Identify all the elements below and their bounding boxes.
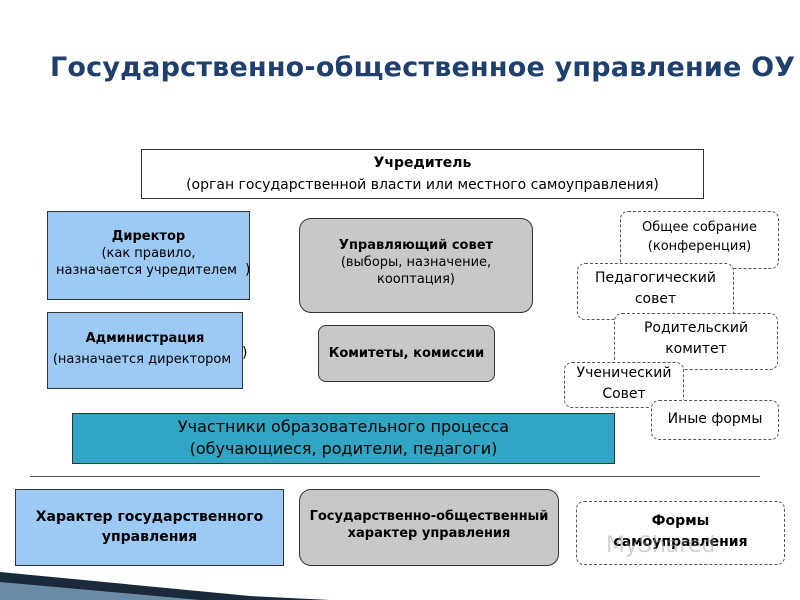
general-meeting-box: Общее собрание (конференция) bbox=[620, 211, 779, 269]
slide-title: Государственно-общественное управление О… bbox=[50, 52, 796, 83]
pedagogical-council-line1: Педагогический bbox=[594, 270, 716, 286]
director-line1: (как правило, bbox=[101, 246, 196, 261]
state-character-box: Характер государственного управления bbox=[15, 489, 284, 566]
general-meeting-line1: Общее собрание bbox=[642, 220, 757, 235]
self-gov-forms-line2: самоуправления bbox=[613, 534, 748, 550]
participants-box: Участники образовательного процесса (обу… bbox=[72, 413, 615, 464]
state-character-line2: управления bbox=[101, 529, 198, 545]
council-line1: (выборы, назначение, bbox=[340, 255, 492, 270]
self-gov-forms-line1: Формы bbox=[651, 513, 710, 529]
divider-line bbox=[30, 476, 760, 477]
other-forms-label: Иные формы bbox=[667, 411, 763, 427]
committees-title: Комитеты, комиссии bbox=[328, 346, 485, 361]
participants-line1: Участники образовательного процесса bbox=[177, 417, 510, 436]
slide-decoration-swoosh bbox=[0, 572, 330, 600]
founder-title: Учредитель bbox=[373, 155, 472, 171]
parents-committee-line2: комитет bbox=[665, 341, 727, 357]
administration-close-paren: ) bbox=[242, 345, 248, 361]
general-meeting-line2: (конференция) bbox=[647, 239, 752, 254]
watermark: MyShared bbox=[606, 533, 716, 558]
pedagogical-council-line2: совет bbox=[634, 291, 677, 307]
other-forms-box: Иные формы bbox=[651, 400, 779, 440]
committees-box: Комитеты, комиссии bbox=[318, 325, 495, 382]
council-line2: кооптация) bbox=[377, 272, 455, 287]
founder-box: Учредитель (орган государственной власти… bbox=[141, 149, 704, 199]
council-title: Управляющий совет bbox=[338, 238, 494, 253]
public-character-line2: характер управления bbox=[347, 526, 511, 541]
administration-title: Администрация bbox=[85, 331, 205, 346]
administration-subtitle: (назначается директором bbox=[52, 352, 232, 367]
director-line2: назначается учредителем bbox=[56, 263, 237, 278]
director-close-paren: ) bbox=[245, 262, 251, 278]
governing-council-box: Управляющий совет (выборы, назначение, к… bbox=[299, 218, 533, 313]
student-council-line1: Ученический bbox=[576, 365, 672, 381]
founder-subtitle: (орган государственной власти или местно… bbox=[186, 177, 659, 193]
director-title: Директор bbox=[111, 229, 186, 244]
student-council-line2: Совет bbox=[602, 386, 646, 402]
participants-line2: (обучающиеся, родители, педагоги) bbox=[189, 439, 498, 458]
parents-committee-line1: Родительский bbox=[643, 320, 749, 336]
state-character-line1: Характер государственного bbox=[35, 509, 264, 525]
self-government-forms-box: Формы самоуправления bbox=[576, 501, 785, 565]
public-character-line1: Государственно-общественный bbox=[309, 509, 549, 524]
administration-box: Администрация (назначается директором bbox=[47, 312, 243, 389]
director-box: Директор (как правило, назначается учред… bbox=[47, 211, 250, 300]
pedagogical-council-box: Педагогический совет bbox=[577, 263, 734, 320]
parents-committee-box: Родительский комитет bbox=[614, 313, 778, 370]
student-council-box: Ученический Совет bbox=[564, 362, 684, 408]
public-character-box: Государственно-общественный характер упр… bbox=[299, 489, 559, 566]
